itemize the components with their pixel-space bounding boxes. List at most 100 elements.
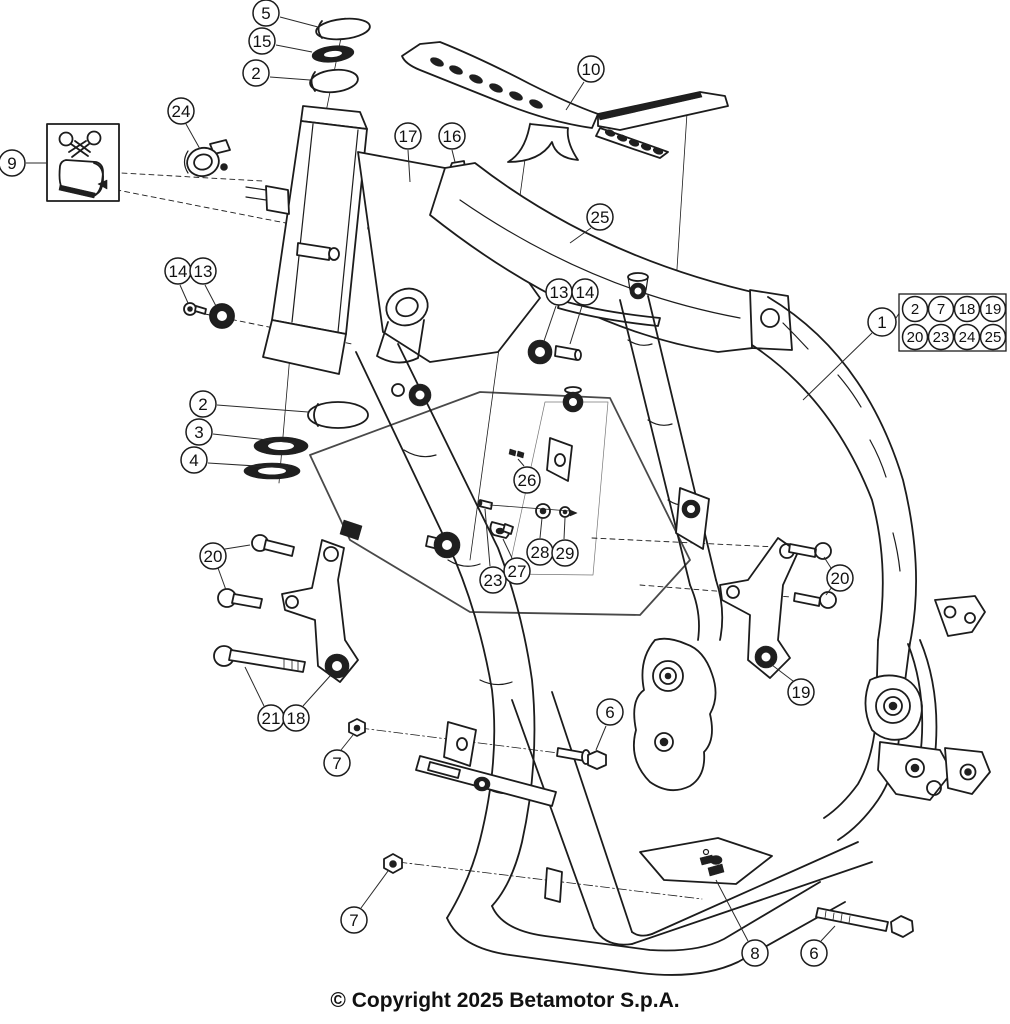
callout-16: 16	[438, 122, 466, 150]
svg-text:25: 25	[591, 208, 610, 227]
steering-stack-top	[309, 17, 371, 94]
rack-part	[401, 41, 729, 163]
svg-text:14: 14	[576, 283, 595, 302]
svg-text:7: 7	[937, 301, 945, 318]
svg-text:20: 20	[204, 547, 223, 566]
bottom-fasteners	[348, 718, 914, 938]
svg-text:7: 7	[349, 911, 358, 930]
svg-text:13: 13	[194, 262, 213, 281]
svg-text:14: 14	[169, 262, 188, 281]
left-bushing-stacks	[183, 302, 369, 480]
svg-text:23: 23	[484, 571, 503, 590]
svg-text:5: 5	[261, 4, 270, 23]
frame-mounts	[339, 339, 710, 559]
svg-text:16: 16	[443, 127, 462, 146]
svg-text:10: 10	[582, 60, 601, 79]
refbox-item-24: 24	[953, 323, 981, 351]
frame-artwork	[46, 17, 991, 976]
svg-text:8: 8	[750, 944, 759, 963]
refbox-item-18: 18	[953, 295, 981, 323]
callout-17: 17	[394, 122, 422, 150]
callout-15: 15	[248, 27, 276, 55]
svg-text:23: 23	[933, 329, 950, 346]
svg-text:13: 13	[550, 283, 569, 302]
svg-text:19: 19	[792, 683, 811, 702]
callout-3: 3	[185, 418, 213, 446]
refbox-item-25: 25	[979, 323, 1007, 351]
callout-26: 26	[513, 466, 541, 494]
svg-text:27: 27	[508, 562, 527, 581]
svg-text:24: 24	[959, 329, 976, 346]
refbox-item-7: 7	[927, 295, 955, 323]
callout-7-lower: 7	[340, 906, 368, 934]
svg-text:17: 17	[399, 127, 418, 146]
callout-20-right: 20	[826, 564, 854, 592]
cross-beam	[415, 721, 773, 885]
shading-region	[309, 391, 691, 616]
bottom-rails	[446, 841, 873, 976]
svg-text:1: 1	[877, 313, 886, 332]
callout-25: 25	[586, 203, 614, 231]
svg-text:6: 6	[605, 703, 614, 722]
callout-13-left: 13	[189, 257, 217, 285]
svg-text:4: 4	[189, 451, 198, 470]
callout-20-left: 20	[199, 542, 227, 570]
left-engine-bracket	[213, 534, 359, 683]
svg-text:19: 19	[985, 301, 1002, 318]
callout-2-stack: 2	[189, 390, 217, 418]
callout-14-mid: 14	[571, 278, 599, 306]
centre-cases	[632, 637, 717, 792]
hardware-cluster	[477, 448, 578, 539]
svg-text:21: 21	[262, 709, 281, 728]
refbox-item-19: 19	[979, 295, 1007, 323]
svg-text:28: 28	[531, 543, 550, 562]
svg-text:2: 2	[911, 301, 919, 318]
svg-text:20: 20	[907, 329, 924, 346]
callout-23: 23	[479, 566, 507, 594]
callouts: 5 15 2 9 24 17 16 10 25 14 13 13 14 1 2 …	[0, 0, 897, 967]
svg-text:6: 6	[809, 944, 818, 963]
callout-14-left: 14	[164, 257, 192, 285]
refbox-item-20: 20	[901, 323, 929, 351]
svg-text:29: 29	[556, 544, 575, 563]
callout-4: 4	[180, 446, 208, 474]
svg-text:2: 2	[251, 64, 260, 83]
callout-29: 29	[551, 539, 579, 567]
callout-5: 5	[252, 0, 280, 27]
lock-kit-box	[46, 123, 120, 202]
svg-text:20: 20	[831, 569, 850, 588]
callout-6-mid: 6	[596, 698, 624, 726]
callout-10: 10	[577, 55, 605, 83]
callout-21: 21	[257, 704, 285, 732]
svg-text:18: 18	[959, 301, 976, 318]
clamp-8-part	[699, 848, 725, 877]
svg-text:2: 2	[198, 395, 207, 414]
callout-19: 19	[787, 678, 815, 706]
svg-text:9: 9	[7, 154, 16, 173]
reference-box: 2 7 18 19 20 23 24 25	[898, 293, 1007, 352]
clamp-part	[183, 139, 231, 178]
ghost-panel	[507, 401, 609, 576]
callout-2-top: 2	[242, 59, 270, 87]
right-engine-bracket	[719, 537, 837, 679]
copyright-text: © Copyright 2025 Betamotor S.p.A.	[330, 989, 680, 1012]
svg-text:7: 7	[332, 754, 341, 773]
callout-28: 28	[526, 538, 554, 566]
svg-text:18: 18	[287, 709, 306, 728]
svg-text:26: 26	[518, 471, 537, 490]
svg-text:25: 25	[985, 329, 1002, 346]
callout-13-mid: 13	[545, 278, 573, 306]
leader-lines	[26, 16, 901, 942]
callout-6-bottom: 6	[800, 939, 828, 967]
callout-9: 9	[0, 149, 26, 177]
svg-text:15: 15	[253, 32, 272, 51]
callout-24: 24	[167, 97, 195, 125]
callout-7-upper: 7	[323, 749, 351, 777]
callout-18: 18	[282, 704, 310, 732]
refbox-item-23: 23	[927, 323, 955, 351]
svg-text:3: 3	[194, 423, 203, 442]
refbox-item-2: 2	[901, 295, 929, 323]
svg-text:24: 24	[172, 102, 191, 121]
